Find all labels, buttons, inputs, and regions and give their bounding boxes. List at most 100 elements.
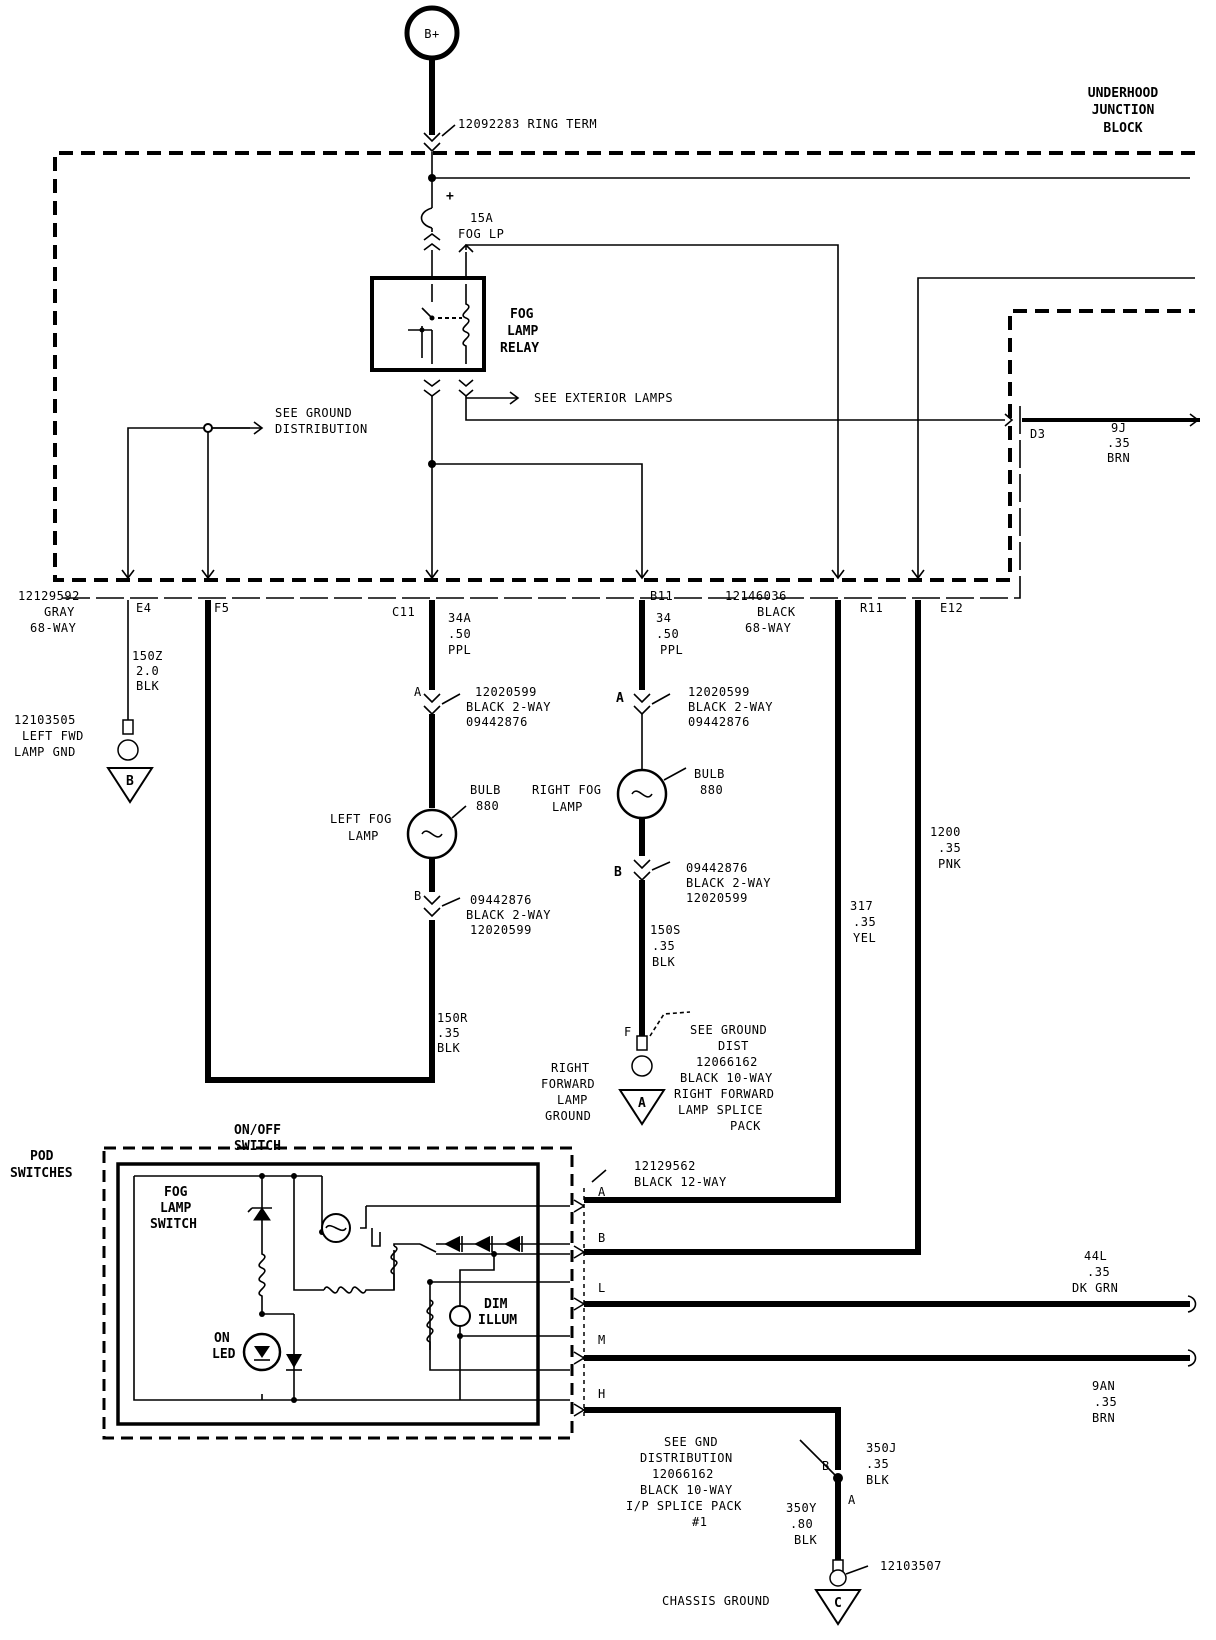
b11-arrow: [635, 569, 649, 580]
wire-150z-id: 150Z: [132, 649, 163, 663]
wire-150r: [205, 600, 435, 1083]
right-bulb-leader: [663, 767, 687, 781]
left-conn-b-3: 12020599: [470, 923, 532, 937]
right-lamp-conn-a: [633, 693, 651, 716]
right-gnd-name-3: LAMP: [557, 1093, 588, 1107]
pod-label-2: SWITCHES: [10, 1166, 73, 1181]
ring-term-leader: [441, 124, 456, 137]
underhood-line-2: JUNCTION: [1092, 103, 1155, 118]
wire-350y-gauge: .80: [790, 1517, 813, 1531]
see-exterior-arrow: [509, 391, 520, 405]
fuse-symbol: [420, 207, 433, 229]
left-pin-b: B: [414, 889, 422, 903]
relay-ground-wire: [465, 396, 1005, 421]
right-lamp-conn-b: [633, 859, 651, 882]
left-lamp-conn-b: [423, 895, 441, 918]
ip-splice-leader: [799, 1439, 837, 1477]
fuse-name: FOG LP: [458, 227, 504, 241]
right-fog-lamp: [616, 768, 668, 820]
pin-b11: B11: [650, 589, 673, 603]
plus-sign: +: [446, 189, 454, 204]
splice-pin-b: B: [822, 1459, 830, 1473]
wire-150r-gauge: .35: [437, 1026, 460, 1040]
wire-44l-gauge: .35: [1087, 1265, 1110, 1279]
r11-arrow: [831, 569, 845, 580]
left-fog-lamp-label-2: LAMP: [348, 829, 379, 843]
conn-pin-l: L: [598, 1281, 606, 1295]
relay-coil: [462, 284, 470, 364]
conn-right-ways: 68-WAY: [745, 621, 792, 635]
conn-12way-leader: [591, 1169, 607, 1183]
onoff-label-1: ON/OFF: [234, 1123, 281, 1138]
right-conn-a-2: BLACK 2-WAY: [688, 700, 773, 714]
conn-pin-h: H: [598, 1387, 606, 1401]
wire-317-color: YEL: [853, 931, 876, 945]
left-gnd-desc-1: LEFT FWD: [22, 729, 84, 743]
pin-r11: R11: [860, 601, 883, 615]
wire-150s-id: 150S: [650, 923, 681, 937]
pin-d3: D3: [1030, 427, 1045, 441]
d3-connector: [1004, 413, 1014, 427]
wire-350y-color: BLK: [794, 1533, 817, 1547]
conn-12way-part: 12129562: [634, 1159, 696, 1173]
ground-dist-arrow: [253, 421, 264, 435]
wire-9an-gauge: .35: [1094, 1395, 1117, 1409]
relay-contact-dot: [429, 315, 435, 321]
left-fog-lamp-label-1: LEFT FOG: [330, 812, 392, 826]
pod-label-1: POD: [30, 1149, 54, 1164]
diode-string: [436, 1236, 570, 1252]
wire-9j-id: 9J: [1111, 421, 1126, 435]
right-gnd-info-7: PACK: [730, 1119, 761, 1133]
wire-44l-end: [1187, 1295, 1197, 1313]
left-gnd-term: [122, 719, 134, 735]
wire-9an-end: [1187, 1349, 1197, 1367]
c11-arrow: [425, 569, 439, 580]
ground-b-symbol: [106, 767, 154, 804]
ring-term-label: 12092283 RING TERM: [458, 117, 597, 131]
switch-node-4: [259, 1311, 265, 1317]
switch-node-6: [457, 1333, 463, 1339]
right-gnd-info-5: RIGHT FORWARD: [674, 1087, 774, 1101]
right-bulb-number: 880: [700, 783, 723, 797]
on-led-label-2: LED: [212, 1347, 236, 1362]
wire-34-color: PPL: [660, 643, 683, 657]
led-diode-icon: [286, 1354, 302, 1368]
chassis-ground-label: CHASSIS GROUND: [662, 1594, 770, 1608]
left-bulb-leader: [451, 805, 467, 819]
right-gnd-info-4: BLACK 10-WAY: [680, 1071, 773, 1085]
e4-feed: [127, 427, 250, 578]
f5-arrow: [201, 569, 215, 580]
wire-150r-id: 150R: [437, 1011, 468, 1025]
zener-bar: [247, 1207, 272, 1213]
conn-pin-b: B: [598, 1231, 606, 1245]
gnd-dist-ip-3: 12066162: [652, 1467, 714, 1481]
left-bulb-label: BULB: [470, 783, 501, 797]
wire-44l-id: 44L: [1084, 1249, 1107, 1263]
right-gnd-pin-f: F: [624, 1025, 632, 1039]
ground-c-symbol: [814, 1589, 862, 1626]
relay-contact-dot-2: [419, 327, 425, 333]
ground-b-letter: B: [126, 774, 134, 789]
right-fog-lamp-label-2: LAMP: [552, 800, 583, 814]
relay-label-2: LAMP: [507, 324, 538, 339]
left-conn-a-1: 12020599: [475, 685, 537, 699]
left-conn-a-3: 09442876: [466, 715, 528, 729]
wire-150z-gauge: 2.0: [136, 664, 159, 678]
left-conn-a-2: BLACK 2-WAY: [466, 700, 551, 714]
conn-pin-a: A: [598, 1185, 606, 1199]
underhood-label: UNDERHOOD JUNCTION BLOCK: [1088, 86, 1159, 136]
conn-right-color: BLACK: [757, 605, 796, 619]
wire-1200: [584, 600, 921, 1255]
conn-left-ways: 68-WAY: [30, 621, 77, 635]
left-conn-b-1: 09442876: [470, 893, 532, 907]
left-gnd-part: 12103505: [14, 713, 76, 727]
left-conn-b-2: BLACK 2-WAY: [466, 908, 551, 922]
pin-e4: E4: [136, 601, 151, 615]
conn-left-color: GRAY: [44, 605, 75, 619]
switch-node-8: [491, 1251, 497, 1257]
fog-switch-label-1: FOG: [164, 1185, 188, 1200]
conn-left-part: 12129592: [18, 589, 80, 603]
right-gnd-term: [636, 1035, 648, 1051]
wire-1200-gauge: .35: [938, 841, 961, 855]
